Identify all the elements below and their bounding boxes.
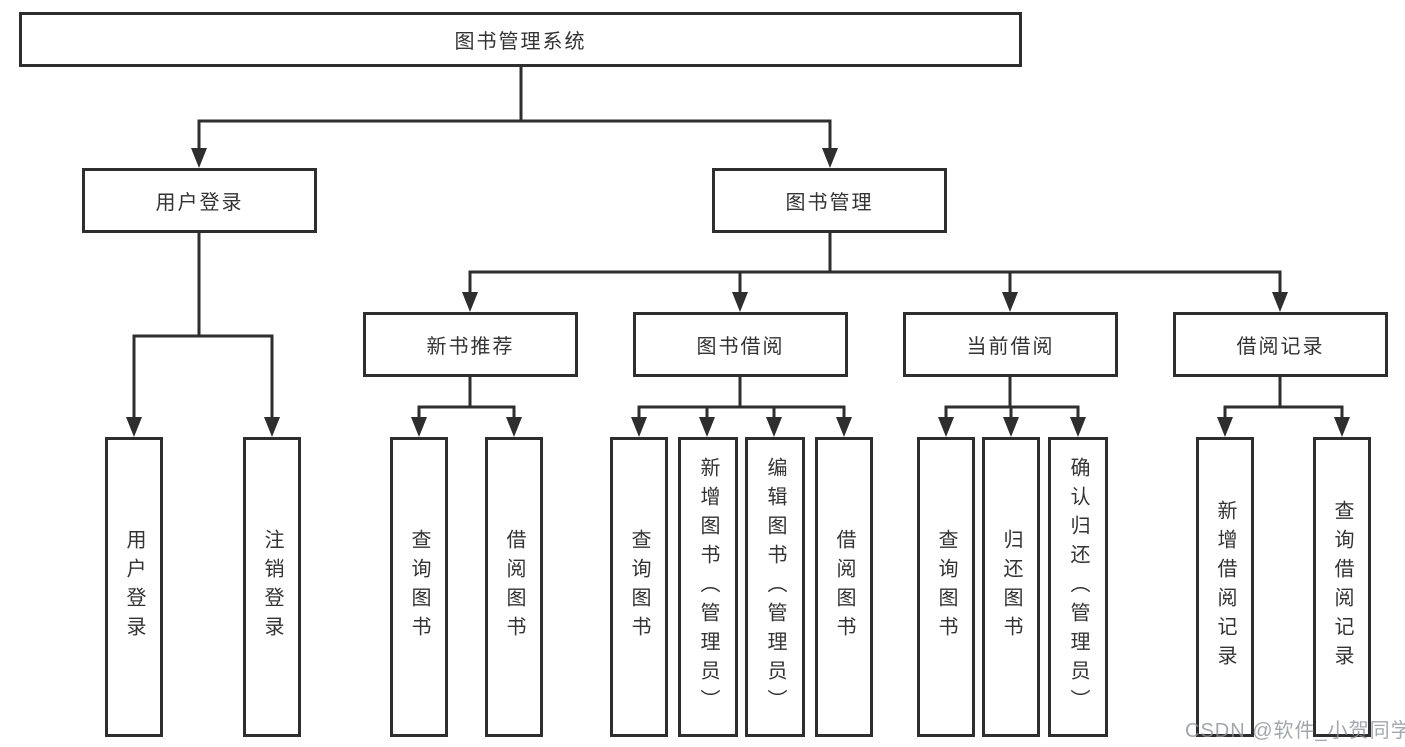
- node-book-borrow: 图书借阅: [633, 312, 848, 377]
- leaf-borrow-books: 借阅图书: [815, 437, 873, 737]
- leaf-borrow-books-recommend: 借阅图书: [485, 437, 543, 737]
- leaf-logout: 注销登录: [243, 437, 301, 737]
- leaf-add-books-admin: 新增图书（管理员）: [678, 437, 738, 737]
- node-book-management: 图书管理: [712, 168, 947, 233]
- node-borrow-records: 借阅记录: [1173, 312, 1388, 377]
- leaf-query-borrow-record: 查询借阅记录: [1313, 437, 1371, 737]
- leaf-add-borrow-record: 新增借阅记录: [1196, 437, 1254, 737]
- node-root: 图书管理系统: [19, 12, 1022, 67]
- node-user-login: 用户登录: [82, 168, 317, 233]
- watermark: CSDN @软件_小贺同学: [1185, 720, 1405, 742]
- leaf-edit-books-admin: 编辑图书（管理员）: [745, 437, 805, 737]
- leaf-query-books-borrow: 查询图书: [610, 437, 668, 737]
- leaf-return-books: 归还图书: [982, 437, 1040, 737]
- leaf-user-login: 用户登录: [105, 437, 163, 737]
- node-current-borrow: 当前借阅: [903, 312, 1118, 377]
- node-new-book-recommend: 新书推荐: [363, 312, 578, 377]
- leaf-confirm-return-admin: 确认归还（管理员）: [1048, 437, 1108, 737]
- leaf-query-books-current: 查询图书: [917, 437, 975, 737]
- leaf-query-books-recommend: 查询图书: [390, 437, 448, 737]
